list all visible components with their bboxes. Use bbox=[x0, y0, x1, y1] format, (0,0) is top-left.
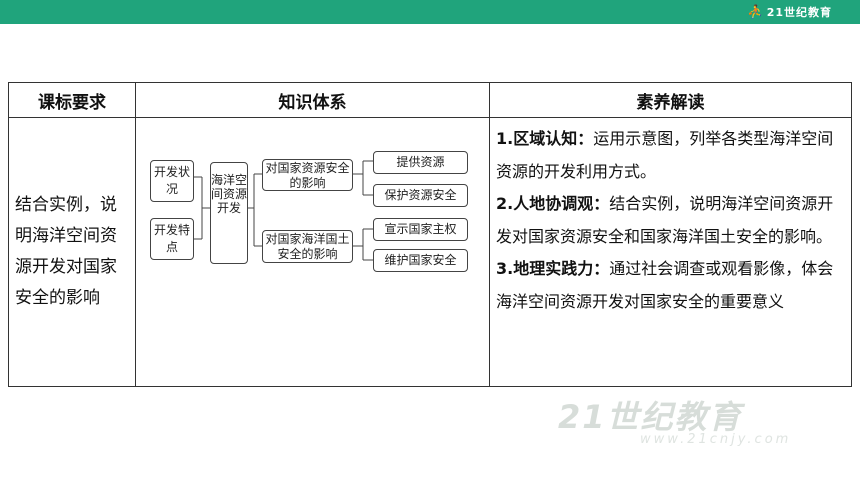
diagram-node-status: 开发状况 bbox=[150, 160, 194, 202]
knowledge-cell: 开发状况 开发特点 海洋空间资源开发 对国家资源安全的影响 对国家海洋国土安全的… bbox=[135, 117, 490, 387]
diagram-node-center: 海洋空间资源开发 bbox=[210, 162, 248, 264]
literacy-cell: 1.区域认知：运用示意图，列举各类型海洋空间资源的开发利用方式。 2.人地协调观… bbox=[489, 117, 852, 387]
runner-logo-icon: ⛹ bbox=[746, 4, 763, 20]
literacy-item-2: 2.人地协调观：结合实例，说明海洋空间资源开发对国家资源安全和国家海洋国土安全的… bbox=[496, 194, 833, 246]
literacy-body-2: 结合实例，说明海洋空间资源开发对国家资源安全和国家海洋国土安全的影响。 bbox=[496, 194, 834, 246]
content-table: 课标要求 知识体系 素养解读 结合实例，说明海洋空间资源开发对国家安全的影响 bbox=[8, 82, 852, 387]
diagram-node-declare-sovereignty: 宣示国家主权 bbox=[373, 218, 468, 241]
top-banner: ⛹ 21世纪教育 bbox=[0, 0, 860, 24]
logo-text: 21世纪教育 bbox=[766, 6, 832, 19]
content-row: 结合实例，说明海洋空间资源开发对国家安全的影响 开发状况 开发特点 海洋空间资源… bbox=[8, 117, 852, 387]
literacy-body-1: 运用示意图，列举各类型海洋空间资源的开发利用方式。 bbox=[496, 129, 834, 181]
literacy-item-1: 1.区域认知：运用示意图，列举各类型海洋空间资源的开发利用方式。 bbox=[496, 129, 833, 181]
literacy-title-3: 3.地理实践力： bbox=[496, 259, 610, 278]
header-literacy: 素养解读 bbox=[489, 82, 852, 118]
requirement-cell: 结合实例，说明海洋空间资源开发对国家安全的影响 bbox=[8, 117, 136, 387]
header-knowledge: 知识体系 bbox=[135, 82, 490, 118]
literacy-text: 1.区域认知：运用示意图，列举各类型海洋空间资源的开发利用方式。 2.人地协调观… bbox=[490, 118, 851, 318]
watermark: 21世纪教育 bbox=[558, 398, 743, 436]
literacy-title-2: 2.人地协调观： bbox=[496, 194, 610, 213]
diagram-node-provide-resources: 提供资源 bbox=[373, 151, 468, 174]
literacy-body-3: 通过社会调查或观看影像，体会海洋空间资源开发对国家安全的重要意义 bbox=[496, 259, 834, 311]
diagram-node-features: 开发特点 bbox=[150, 218, 194, 260]
diagram-node-resource-security: 对国家资源安全的影响 bbox=[262, 159, 353, 191]
diagram-connectors bbox=[194, 160, 373, 261]
literacy-item-3: 3.地理实践力：通过社会调查或观看影像，体会海洋空间资源开发对国家安全的重要意义 bbox=[496, 259, 833, 311]
diagram-node-protect-resources: 保护资源安全 bbox=[373, 184, 468, 207]
brand-logo: ⛹ 21世纪教育 bbox=[747, 2, 833, 22]
diagram-node-maintain-security: 维护国家安全 bbox=[373, 249, 468, 272]
header-requirement: 课标要求 bbox=[8, 82, 136, 118]
requirement-text: 结合实例，说明海洋空间资源开发对国家安全的影响 bbox=[15, 195, 117, 308]
header-row: 课标要求 知识体系 素养解读 bbox=[8, 82, 852, 118]
diagram-node-territory-security: 对国家海洋国土安全的影响 bbox=[262, 230, 353, 263]
literacy-title-1: 1.区域认知： bbox=[496, 129, 594, 148]
watermark-url: www.21cnjy.com bbox=[640, 432, 792, 447]
